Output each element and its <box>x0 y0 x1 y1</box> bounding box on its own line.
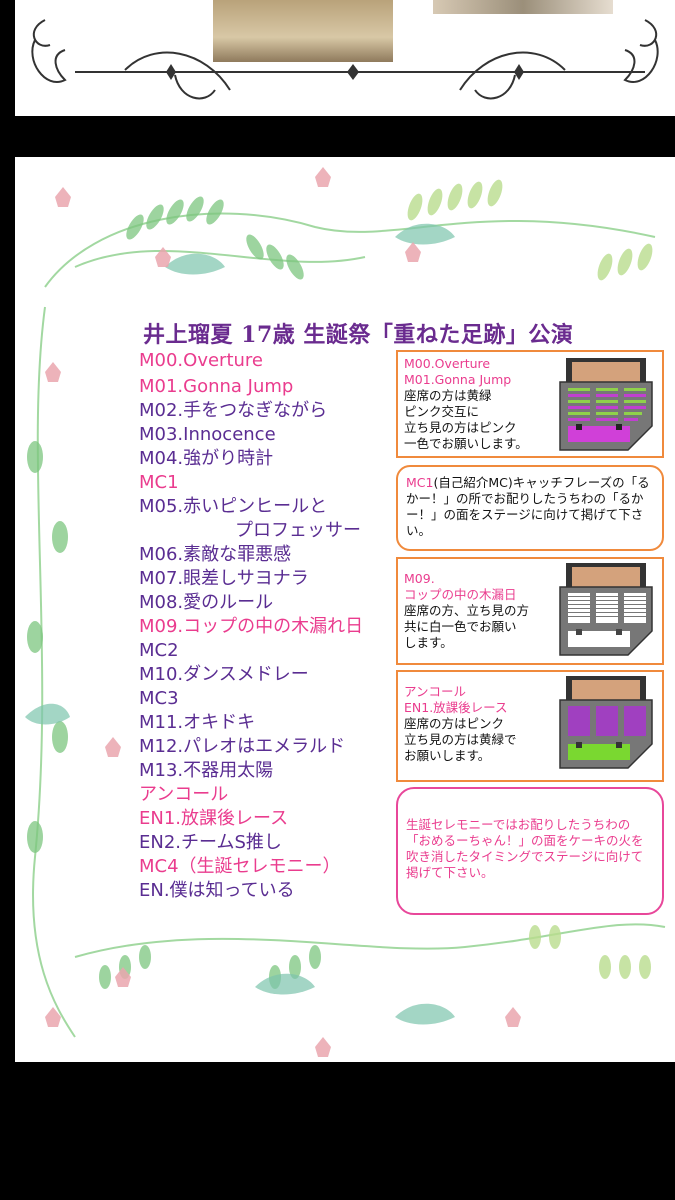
seatmap-icon <box>559 358 653 451</box>
setlist-flyer: 井上瑠夏 17歳 生誕祭「重ねた足跡」公演 M00.Overture M01.G… <box>15 157 675 1062</box>
setlist-item: M08.愛のルール <box>139 592 274 613</box>
setlist-item: M04.強がり時計 <box>139 448 274 469</box>
setlist-item: MC2 <box>139 640 179 661</box>
setlist-item: M03.Innocence <box>139 424 276 445</box>
setlist-item: MC4（生誕セレモニー） <box>139 856 341 877</box>
note-line: 共に白一色でお願い <box>404 619 517 634</box>
floral-vine-border-icon <box>25 167 666 1057</box>
penlight-note-m09: M09. コップの中の木漏日 座席の方、立ち見の方 共に白一色でお願い します。 <box>396 557 664 665</box>
setlist-item: MC3 <box>139 688 179 709</box>
top-banner <box>15 0 675 116</box>
penlight-note-encore: アンコール EN1.放課後レース 座席の方はピンク 立ち見の方は黄緑で お願いし… <box>396 670 664 782</box>
seatmap-icon <box>559 563 653 656</box>
setlist-item: M07.眼差しサヨナラ <box>139 568 309 589</box>
note-line: 立ち見の方はピンク <box>404 420 517 435</box>
setlist-item: M10.ダンスメドレー <box>139 664 309 685</box>
setlist: M00.Overture M01.Gonna Jump M02.手をつなぎながら… <box>139 349 363 903</box>
setlist-item: M06.素敵な罪悪感 <box>139 544 292 565</box>
setlist-item: M13.不器用太陽 <box>139 760 274 781</box>
setlist-item: M00.Overture <box>139 350 263 371</box>
setlist-item: M12.パレオはエメラルド <box>139 736 346 757</box>
stage-photo-group <box>213 0 393 62</box>
setlist-item: M05.赤いピンヒールと <box>139 496 328 517</box>
note-heading: MC1 <box>406 475 434 490</box>
note-line: 座席の方は黄緑 <box>404 388 492 403</box>
setlist-item: M09.コップの中の木漏れ日 <box>139 616 364 637</box>
note-text: (自己紹介MC)キャッチフレーズの「るかー！」の所でお配りしたうちわの「るかー！… <box>406 475 650 538</box>
note-line: 座席の方はピンク <box>404 716 505 731</box>
note-line: 一色でお願いします。 <box>404 436 528 451</box>
penlight-note-overture: M00.Overture M01.Gonna Jump 座席の方は黄緑 ピンク交… <box>396 350 664 458</box>
note-heading: コップの中の木漏日 <box>404 587 517 602</box>
note-line: 立ち見の方は黄緑で <box>404 732 517 747</box>
setlist-item: M11.オキドキ <box>139 712 256 733</box>
note-line: します。 <box>404 635 453 650</box>
setlist-item: EN2.チームS推し <box>139 832 282 853</box>
ornamental-divider-icon <box>31 19 659 100</box>
seatmap-icon <box>559 676 653 769</box>
note-heading: M01.Gonna Jump <box>404 372 512 387</box>
stage-photo-closeup <box>433 0 613 14</box>
setlist-item: MC1 <box>139 472 179 493</box>
note-line: お願いします。 <box>404 748 491 763</box>
setlist-item: M01.Gonna Jump <box>139 376 294 397</box>
setlist-item: M02.手をつなぎながら <box>139 400 328 421</box>
setlist-item: プロフェッサー <box>235 520 361 541</box>
uchiwa-note-ceremony: 生誕セレモニーではお配りしたうちわの「おめるーちゃん！」の面をケーキの火を吹き消… <box>396 787 664 915</box>
note-heading: EN1.放課後レース <box>404 700 508 715</box>
setlist-item: EN1.放課後レース <box>139 808 289 829</box>
note-text: 生誕セレモニーではお配りしたうちわの「おめるーちゃん！」の面をケーキの火を吹き消… <box>406 817 644 880</box>
page-title: 井上瑠夏 17歳 生誕祭「重ねた足跡」公演 <box>143 322 574 348</box>
setlist-item: EN.僕は知っている <box>139 880 295 901</box>
uchiwa-note-mc1: MC1(自己紹介MC)キャッチフレーズの「るかー！」の所でお配りしたうちわの「る… <box>396 465 664 551</box>
note-heading: M09. <box>404 571 435 586</box>
note-heading: アンコール <box>404 684 467 699</box>
note-heading: M00.Overture <box>404 356 491 371</box>
note-line: ピンク交互に <box>404 404 480 419</box>
note-line: 座席の方、立ち見の方 <box>404 603 530 618</box>
setlist-item: アンコール <box>139 784 229 805</box>
